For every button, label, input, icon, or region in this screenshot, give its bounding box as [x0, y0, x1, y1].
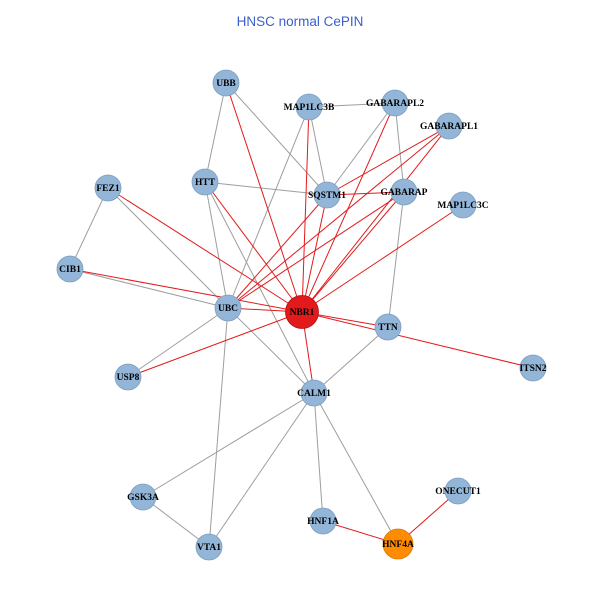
graph-node-UBB [212, 69, 240, 97]
graph-node-HNF4A [382, 528, 414, 560]
graph-edge-NBR1-GABARAPL2 [301, 102, 396, 313]
graph-edge-NBR1-UBB [225, 82, 303, 313]
graph-node-SQSTM1 [313, 181, 341, 209]
graph-edge-MAP1LC3B-GABARAPL2 [308, 102, 396, 108]
graph-edge-NBR1-ITSN2 [301, 311, 534, 369]
graph-edge-CALM1-HNF4A [313, 392, 399, 545]
graph-edge-NBR1-HTT [204, 181, 303, 313]
graph-node-HNF1A [309, 507, 337, 535]
graph-edge-CALM1-VTA1 [208, 392, 315, 548]
graph-edge-NBR1-GABARAPL1 [301, 125, 450, 313]
figure-title: HNSC normal CePIN [237, 14, 364, 29]
graph-edge-NBR1-FEZ1 [107, 187, 303, 313]
graph-edge-NBR1-CIB1 [69, 268, 303, 313]
graph-node-GABARAPL1 [435, 112, 463, 140]
graph-edge-UBB-HTT [204, 82, 227, 183]
graph-node-TTN [374, 313, 402, 341]
graph-node-GABARAPL2 [381, 89, 409, 117]
graph-edge-MAP1LC3B-SQSTM1 [308, 106, 328, 196]
graph-node-ONECUT1 [444, 477, 472, 505]
graph-edge-UBB-SQSTM1 [225, 82, 328, 196]
graph-edge-NBR1-MAP1LC3C [301, 204, 464, 313]
graph-edge-CALM1-TTN [313, 326, 389, 394]
graph-edge-SQSTM1-UBC [227, 194, 328, 309]
graph-edge-MAP1LC3B-UBC [227, 106, 310, 309]
graph-edge-GABARAP-TTN [387, 191, 405, 328]
graph-node-FEZ1 [94, 174, 122, 202]
graph-edge-FEZ1-UBC [107, 187, 229, 309]
graph-edge-HTT-SQSTM1 [204, 181, 328, 196]
nodes-layer [56, 69, 547, 561]
graph-node-MAP1LC3C [449, 191, 477, 219]
graph-edge-GABARAPL1-SQSTM1 [326, 125, 450, 196]
graph-edge-NBR1-GABARAP [301, 191, 405, 313]
graph-edge-GABARAPL1-UBC [227, 125, 450, 309]
graph-edge-UBC-VTA1 [208, 307, 229, 548]
graph-node-GSK3A [129, 483, 157, 511]
graph-edge-NBR1-USP8 [127, 311, 303, 378]
graph-node-VTA1 [195, 533, 223, 561]
graph-node-GABARAP [390, 178, 418, 206]
graph-edge-CALM1-GSK3A [142, 392, 315, 498]
graph-edge-CIB1-UBC [69, 268, 229, 309]
graph-edge-GSK3A-VTA1 [142, 496, 210, 548]
graph-node-CIB1 [56, 255, 84, 283]
graph-node-HTT [191, 168, 219, 196]
graph-edge-UBC-USP8 [127, 307, 229, 378]
graph-edge-NBR1-MAP1LC3B [301, 106, 310, 313]
graph-node-ITSN2 [519, 354, 547, 382]
graph-edge-FEZ1-CIB1 [69, 187, 109, 270]
graph-edge-UBC-CALM1 [227, 307, 315, 394]
graph-edge-CALM1-HNF1A [313, 392, 324, 522]
graph-edge-GABARAPL2-GABARAP [394, 102, 405, 193]
graph-node-NBR1 [285, 295, 319, 329]
graph-node-USP8 [114, 363, 142, 391]
graph-node-CALM1 [300, 379, 328, 407]
graph-edge-NBR1-SQSTM1 [301, 194, 328, 313]
graph-edge-GABARAP-UBC [227, 191, 405, 309]
graph-node-MAP1LC3B [295, 93, 323, 121]
graph-edge-GABARAPL2-SQSTM1 [326, 102, 396, 196]
graph-node-UBC [214, 294, 242, 322]
graph-edge-HTT-UBC [204, 181, 229, 309]
